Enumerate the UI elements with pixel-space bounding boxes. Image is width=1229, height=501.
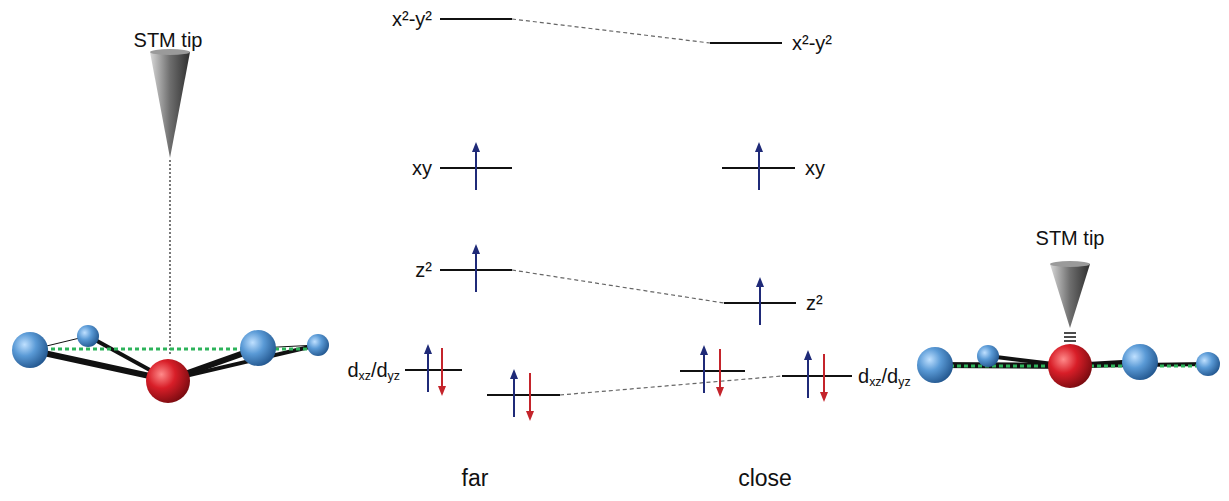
- tip-label: STM tip: [134, 28, 203, 52]
- orbital-label: x²-y²: [792, 31, 832, 55]
- stm-tip: [1050, 261, 1090, 341]
- orbital-label: dxz/dyz: [347, 358, 400, 382]
- spin-up-arrows: [424, 142, 812, 417]
- stm-tip: [150, 49, 190, 158]
- molecule-far: [12, 325, 329, 403]
- molecule-close: [917, 344, 1220, 388]
- orbital-label: dxz/dyz: [858, 364, 911, 388]
- orbital-label: z²: [806, 291, 823, 315]
- state-label: close: [738, 465, 792, 491]
- spin-down-arrows: [438, 348, 828, 421]
- orbital-label: xy: [412, 156, 432, 180]
- correlation-lines: [512, 19, 782, 395]
- orbital-label: z²: [415, 258, 432, 282]
- tip-distance-line: [169, 160, 170, 356]
- orbital-label: x²-y²: [392, 7, 432, 31]
- tip-label: STM tip: [1036, 226, 1105, 250]
- orbital-label: xy: [805, 156, 825, 180]
- energy-levels: [405, 19, 852, 395]
- state-label: far: [462, 465, 489, 491]
